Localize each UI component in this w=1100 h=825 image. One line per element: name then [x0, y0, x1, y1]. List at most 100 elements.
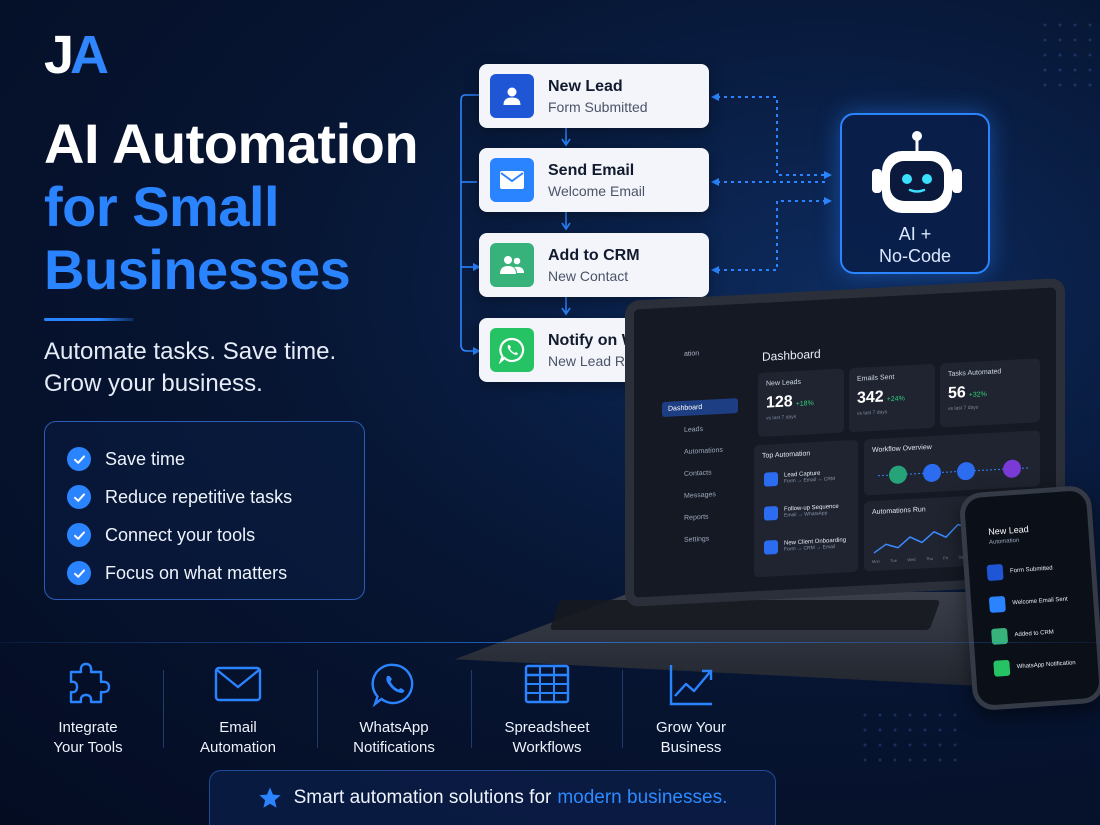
feature-line-2: Notifications — [353, 739, 435, 756]
stat-note: vs last 7 days — [857, 409, 888, 417]
subheadline: Automate tasks. Save time. Grow your bus… — [44, 336, 336, 400]
star-icon — [259, 787, 281, 808]
ai-no-code-box: AI + No-Code — [840, 113, 990, 274]
feature-line-1: WhatsApp — [359, 719, 429, 736]
panel-title: Workflow Overview — [872, 443, 932, 455]
feature-separator — [317, 670, 318, 748]
day-label: Fri — [943, 555, 948, 561]
phone-step[interactable]: Form Submitted — [986, 554, 1085, 585]
stat-note: vs last 7 days — [766, 414, 797, 422]
stat-number: 342 — [857, 388, 884, 407]
feature-separator — [163, 670, 164, 748]
benefit-label: Focus on what matters — [105, 562, 288, 583]
phone-step[interactable]: WhatsApp Notification — [993, 650, 1092, 681]
robot-icon — [872, 131, 962, 213]
stat-label: Emails Sent — [857, 373, 895, 383]
sidebar-item-reports[interactable]: Reports — [684, 513, 709, 522]
stat-change: +32% — [968, 391, 987, 399]
phone-step-label: Welcome Email Sent — [1012, 596, 1068, 607]
workflow-step-subtitle: Form Submitted — [548, 98, 648, 115]
user-icon — [764, 539, 778, 555]
sidebar-item-dashboard[interactable]: Dashboard — [662, 398, 738, 418]
stat-note: vs last 7 days — [948, 404, 979, 413]
stat-change: +24% — [886, 395, 905, 404]
workflow-step-add-to-crm[interactable]: Add to CRM New Contact — [479, 233, 709, 297]
benefit-item: Focus on what matters — [67, 554, 364, 592]
benefit-label: Reduce repetitive tasks — [105, 486, 293, 507]
phone-step-label: WhatsApp Notification — [1016, 660, 1076, 671]
stat-value: 342+24% — [857, 386, 927, 408]
feature-line-1: Email — [219, 719, 257, 736]
phone-subtitle: Automation — [988, 537, 1020, 546]
feature-line-1: Spreadsheet — [504, 719, 590, 736]
phone-step[interactable]: Added to CRM — [991, 618, 1090, 649]
check-circle-icon — [67, 485, 91, 509]
stat-card-emails-sent: Emails Sent 342+24% vs last 7 days — [849, 363, 935, 433]
workflow-step-title: New Lead — [548, 77, 623, 95]
sidebar-item-messages[interactable]: Messages — [684, 491, 716, 500]
subheadline-line-2: Grow your business. — [44, 370, 263, 397]
workflow-step-title: Send Email — [548, 161, 635, 179]
benefit-label: Connect your tools — [105, 524, 256, 545]
mail-icon — [988, 595, 1006, 613]
user-icon — [764, 471, 778, 487]
day-label: Wed — [907, 556, 916, 563]
section-divider — [0, 642, 1100, 643]
mail-icon — [764, 505, 778, 521]
workflow-step-new-lead[interactable]: New Lead Form Submitted — [479, 64, 709, 128]
sidebar-item-leads[interactable]: Leads — [684, 425, 704, 434]
day-label: Thu — [925, 555, 933, 562]
tagline-banner: Smart automation solutions for modern bu… — [209, 770, 776, 825]
headline-line-2: for Small — [44, 175, 280, 238]
sidebar-item-contacts[interactable]: Contacts — [684, 469, 712, 478]
mail-icon — [214, 666, 262, 702]
workflow-step-subtitle: Welcome Email — [548, 182, 645, 199]
benefit-item: Connect your tools — [67, 516, 364, 554]
check-circle-icon — [67, 523, 91, 547]
sidebar-item-settings[interactable]: Settings — [684, 535, 710, 544]
workflow-step-send-email[interactable]: Send Email Welcome Email — [479, 148, 709, 212]
panel-title: Top Automation — [762, 450, 811, 460]
feature-line-2: Your Tools — [53, 739, 123, 756]
day-label: Mon — [872, 558, 880, 565]
benefits-list: Save time Reduce repetitive tasks Connec… — [44, 421, 365, 600]
logo-letter-a: A — [70, 25, 109, 85]
logo-letter-j: J — [44, 25, 74, 85]
workflow-overview-chain — [878, 459, 1030, 484]
benefit-label: Save time — [105, 448, 186, 469]
users-icon — [490, 243, 534, 287]
feature-separator — [471, 670, 472, 748]
check-circle-icon — [67, 561, 91, 585]
puzzle-icon — [69, 662, 111, 704]
stat-card-new-leads: New Leads 128+18% vs last 7 days — [758, 368, 844, 438]
phone-mockup: New Lead Automation Form Submitted Welco… — [958, 484, 1100, 712]
dashboard-brand: ation — [684, 350, 700, 358]
dot-grid-decoration — [1043, 23, 1092, 87]
feature-line-2: Automation — [200, 739, 276, 756]
panel-title: Automations Run — [872, 506, 926, 517]
day-label: Tue — [890, 557, 897, 564]
workflow-step-subtitle: New Contact — [548, 267, 629, 284]
tagline-highlight: modern businesses. — [557, 786, 728, 808]
stat-label: Tasks Automated — [948, 368, 1002, 379]
tagline-text: Smart automation solutions for — [293, 786, 552, 808]
stat-number: 56 — [948, 384, 966, 403]
ai-box-label: AI + No-Code — [842, 223, 988, 267]
sidebar-item-automations[interactable]: Automations — [684, 446, 723, 456]
whatsapp-icon — [490, 328, 534, 372]
headline-line-3: Businesses — [44, 238, 351, 301]
stat-label: New Leads — [766, 378, 802, 388]
table-icon — [524, 664, 570, 704]
phone-step[interactable]: Welcome Email Sent — [988, 586, 1088, 617]
headline-underline — [44, 318, 134, 321]
headline-line-1: AI Automation — [44, 112, 419, 175]
